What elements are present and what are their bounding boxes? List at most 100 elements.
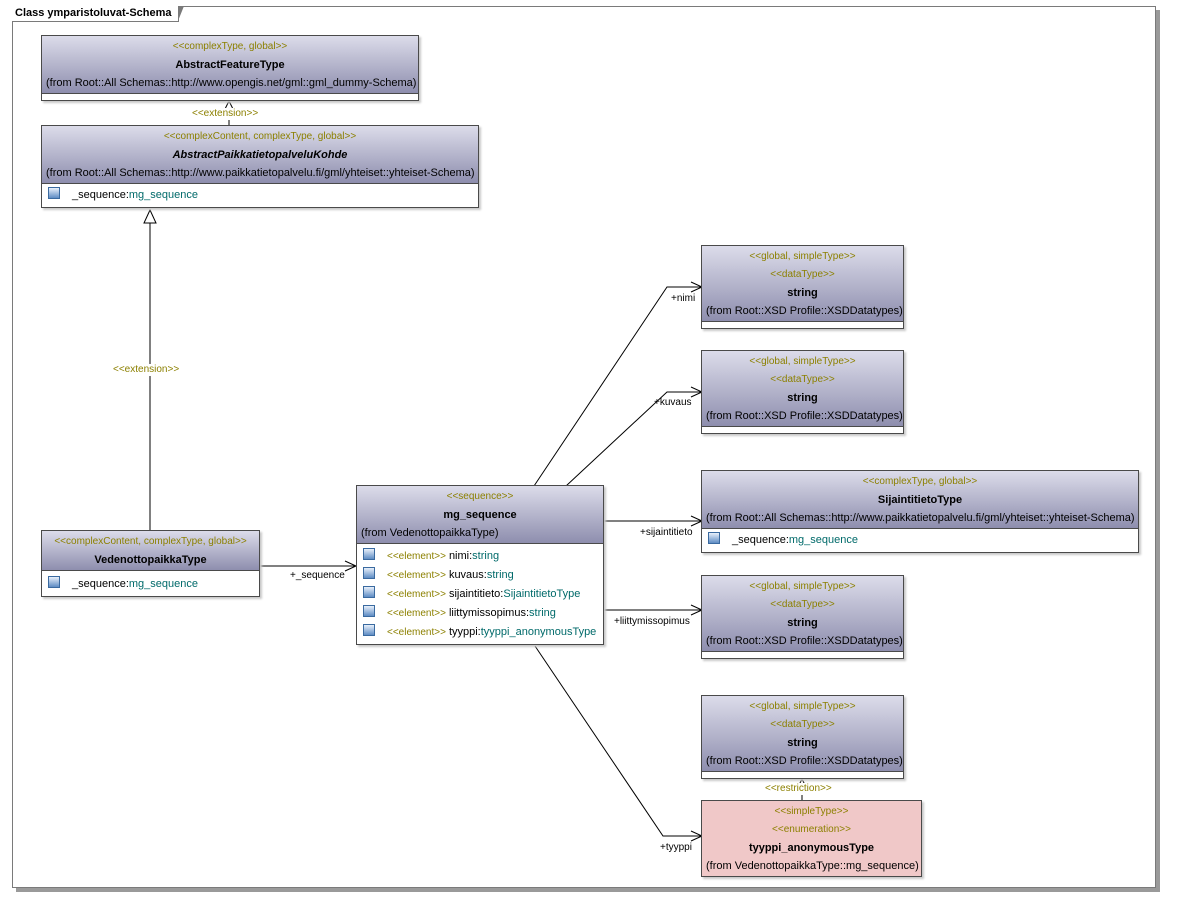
- stereotype-datatype: <<dataType>>: [770, 269, 835, 280]
- attribute-icon: [363, 586, 375, 598]
- class-name: string: [787, 737, 818, 749]
- class-header: <<global, simpleType>> <<dataType>> stri…: [702, 246, 903, 322]
- class-mg-sequence[interactable]: <<sequence>> mg_sequence (from Vedenotto…: [356, 485, 604, 645]
- class-header: <<sequence>> mg_sequence (from Vedenotto…: [357, 486, 603, 544]
- stereotype: <<complexType, global>>: [862, 476, 978, 487]
- attribute-row[interactable]: _sequence:mg_sequence: [42, 575, 259, 594]
- stereotype: <<complexContent, complexType, global>>: [163, 131, 357, 142]
- attribute-type: mg_sequence: [128, 578, 198, 590]
- attribute-name: tyyppi:: [448, 626, 481, 638]
- class-string-kuvaus[interactable]: <<global, simpleType>> <<dataType>> stri…: [701, 350, 904, 434]
- diagram-title: Class ymparistoluvat-Schema: [12, 6, 184, 22]
- class-string-liittymissopimus[interactable]: <<global, simpleType>> <<dataType>> stri…: [701, 575, 904, 659]
- attribute-icon: [363, 567, 375, 579]
- extension-label-main: <<extension>>: [113, 364, 180, 376]
- class-vedenottopaikka-type[interactable]: <<complexContent, complexType, global>> …: [41, 530, 260, 597]
- attribute-icon: [48, 576, 60, 588]
- from-package: (from VedenottopaikkaType::mg_sequence): [706, 860, 919, 872]
- attribute-row[interactable]: <<element>>liittymissopimus:string: [357, 604, 603, 623]
- class-sijaintitieto-type[interactable]: <<complexType, global>> SijaintitietoTyp…: [701, 470, 1139, 553]
- stereotype: <<sequence>>: [446, 491, 514, 502]
- attribute-compartment: [702, 652, 903, 658]
- from-package: (from Root::All Schemas::http://www.paik…: [706, 512, 1135, 524]
- role-label-sequence: +_sequence: [290, 570, 345, 581]
- role-label-tyyppi: +tyyppi: [660, 842, 692, 853]
- class-header: <<global, simpleType>> <<dataType>> stri…: [702, 351, 903, 427]
- attribute-icon: [363, 548, 375, 560]
- from-package: (from Root::XSD Profile::XSDDatatypes): [706, 410, 903, 422]
- class-name: mg_sequence: [443, 509, 517, 521]
- class-name: AbstractPaikkatietopalveluKohde: [172, 149, 348, 161]
- stereotype-datatype: <<dataType>>: [770, 719, 835, 730]
- class-header: <<complexType, global>> SijaintitietoTyp…: [702, 471, 1138, 529]
- class-string-restriction-base[interactable]: <<global, simpleType>> <<dataType>> stri…: [701, 695, 904, 779]
- attribute-icon: [363, 605, 375, 617]
- class-string-nimi[interactable]: <<global, simpleType>> <<dataType>> stri…: [701, 245, 904, 329]
- attribute-compartment: [702, 322, 903, 328]
- stereotype: <<complexType, global>>: [172, 41, 288, 52]
- class-name: string: [787, 617, 818, 629]
- from-package: (from VedenottopaikkaType): [361, 527, 499, 539]
- stereotype-datatype: <<dataType>>: [770, 599, 835, 610]
- role-label-nimi: +nimi: [671, 293, 696, 304]
- attribute-compartment: [42, 94, 418, 100]
- stereotype: <<global, simpleType>>: [749, 701, 856, 712]
- attribute-type: string: [486, 569, 514, 581]
- stereotype: <<complexContent, complexType, global>>: [54, 536, 247, 547]
- role-label-kuvaus: +kuvaus: [654, 397, 692, 408]
- element-keyword: <<element>>: [387, 551, 446, 562]
- class-header: <<global, simpleType>> <<dataType>> stri…: [702, 576, 903, 652]
- attribute-icon: [708, 532, 720, 544]
- stereotype: <<global, simpleType>>: [749, 251, 856, 262]
- attribute-type: mg_sequence: [128, 189, 198, 201]
- from-package: (from Root::All Schemas::http://www.open…: [46, 77, 417, 89]
- attribute-name: _sequence:: [732, 534, 789, 546]
- attribute-name: liittymissopimus:: [448, 607, 530, 619]
- element-keyword: <<element>>: [387, 608, 446, 619]
- stereotype: <<global, simpleType>>: [749, 581, 856, 592]
- attribute-row[interactable]: _sequence:mg_sequence: [42, 186, 478, 205]
- restriction-label: <<restriction>>: [765, 783, 832, 795]
- attribute-compartment: _sequence:mg_sequence: [42, 571, 259, 596]
- attribute-type: string: [529, 607, 556, 619]
- from-package: (from Root::All Schemas::http://www.paik…: [46, 167, 475, 179]
- kuvaus-edge: [565, 391, 701, 487]
- class-name: string: [787, 392, 818, 404]
- stereotype-datatype: <<dataType>>: [770, 374, 835, 385]
- class-header: <<simpleType>> <<enumeration>> tyyppi_an…: [702, 801, 921, 876]
- attribute-type: SijaintitietoType: [503, 588, 581, 600]
- class-tyyppi-anonymous-type[interactable]: <<simpleType>> <<enumeration>> tyyppi_an…: [701, 800, 922, 877]
- attribute-compartment: <<element>>nimi:string <<element>>kuvaus…: [357, 544, 603, 644]
- attribute-name: _sequence:: [72, 578, 129, 590]
- attribute-icon: [363, 624, 375, 636]
- attribute-row[interactable]: <<element>>tyyppi:tyyppi_anonymousType: [357, 623, 603, 642]
- from-package: (from Root::XSD Profile::XSDDatatypes): [706, 755, 903, 767]
- stereotype: <<global, simpleType>>: [749, 356, 856, 367]
- class-header: <<complexContent, complexType, global>> …: [42, 531, 259, 571]
- class-abstract-feature-type[interactable]: <<complexType, global>> AbstractFeatureT…: [41, 35, 419, 101]
- attribute-row[interactable]: <<element>>kuvaus:string: [357, 566, 603, 585]
- class-header: <<complexContent, complexType, global>> …: [42, 126, 478, 184]
- class-header: <<global, simpleType>> <<dataType>> stri…: [702, 696, 903, 772]
- attribute-compartment: [702, 427, 903, 433]
- class-header: <<complexType, global>> AbstractFeatureT…: [42, 36, 418, 94]
- class-abstract-paikkatietopalvelu-kohde[interactable]: <<complexContent, complexType, global>> …: [41, 125, 479, 208]
- attribute-compartment: _sequence:mg_sequence: [42, 184, 478, 207]
- attribute-name: nimi:: [448, 550, 473, 562]
- element-keyword: <<element>>: [387, 627, 446, 638]
- from-package: (from Root::XSD Profile::XSDDatatypes): [706, 635, 903, 647]
- attribute-row[interactable]: _sequence:mg_sequence: [702, 531, 1138, 550]
- class-name: SijaintitietoType: [877, 494, 963, 506]
- class-name: string: [787, 287, 818, 299]
- stereotype-enumeration: <<enumeration>>: [772, 824, 851, 835]
- from-package: (from Root::XSD Profile::XSDDatatypes): [706, 305, 903, 317]
- attribute-type: mg_sequence: [788, 534, 858, 546]
- attribute-row[interactable]: <<element>>nimi:string: [357, 547, 603, 566]
- attribute-row[interactable]: <<element>>sijaintitieto:SijaintitietoTy…: [357, 585, 603, 604]
- generalization-arrow-main: [143, 208, 157, 224]
- role-label-liittymissopimus: +liittymissopimus: [614, 616, 690, 627]
- attribute-type: string: [472, 550, 500, 562]
- nimi-edge: [533, 286, 701, 487]
- extension-label-top: <<extension>>: [192, 108, 259, 120]
- attribute-type: tyyppi_anonymousType: [480, 626, 597, 638]
